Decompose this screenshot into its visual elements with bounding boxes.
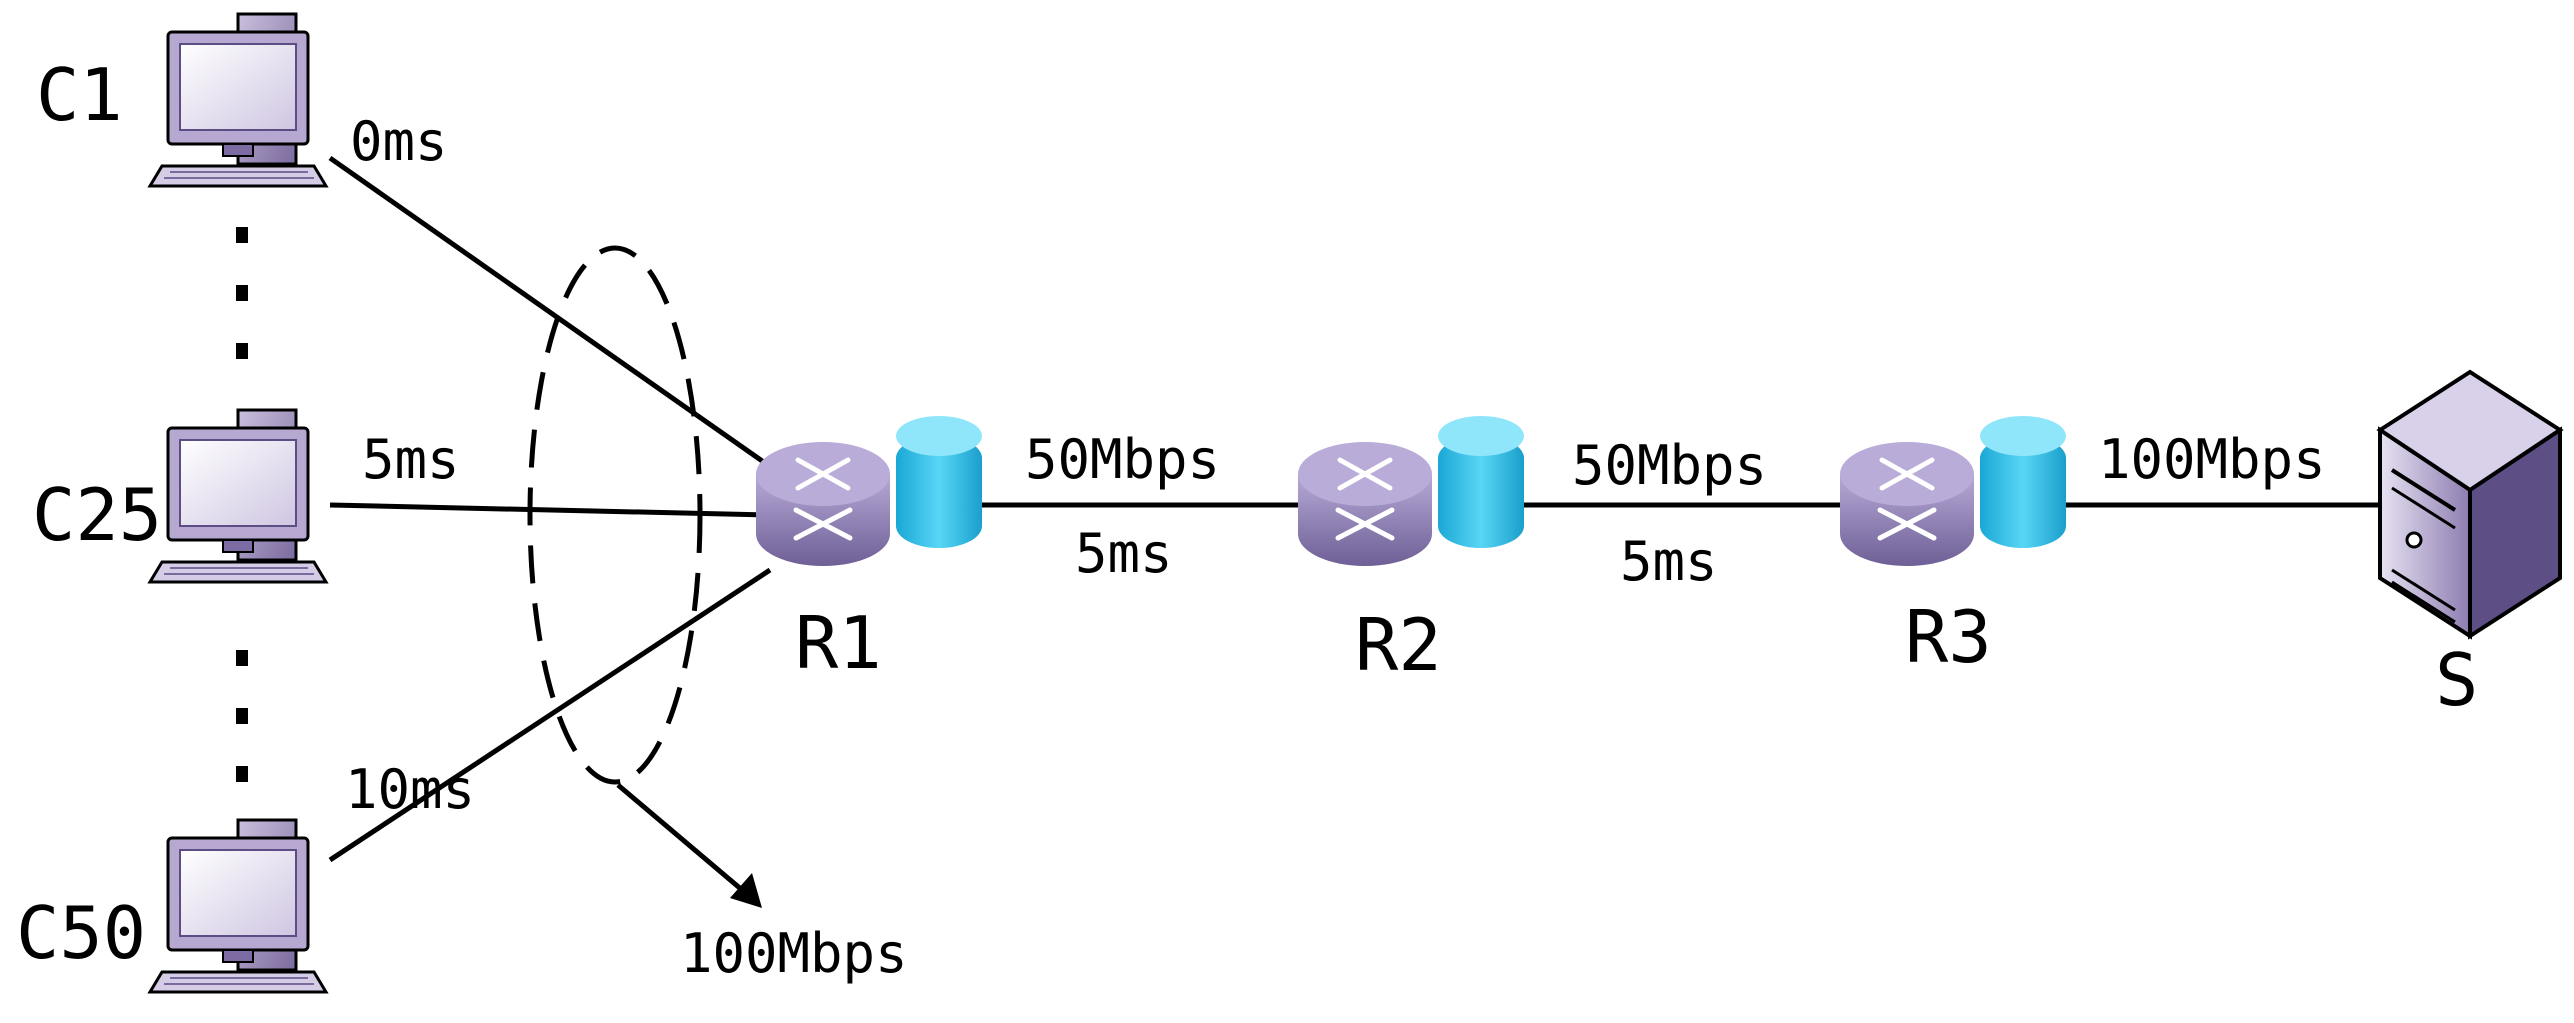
access-links-group-ellipse: [527, 245, 703, 785]
router-r2-icon: [1298, 416, 1524, 566]
client-c25-label: C25: [32, 473, 162, 557]
c50-delay-label: 10ms: [345, 758, 475, 821]
client-c1-label: C1: [36, 53, 123, 137]
router-r1-label: R1: [795, 601, 882, 685]
server-label: S: [2435, 638, 2478, 722]
client-ellipsis-upper: [236, 227, 248, 359]
router-r3-label: R3: [1905, 595, 1992, 679]
c1-delay-label: 0ms: [350, 110, 448, 173]
r2-r3-bandwidth-label: 50Mbps: [1572, 434, 1767, 497]
link-c50-r1: [328, 567, 772, 863]
link-c25-r1: [329, 502, 771, 518]
router-r3-icon: [1840, 416, 2066, 566]
client-c25-computer-icon: [148, 408, 328, 584]
server-icon: [2376, 369, 2564, 640]
r1-r2-delay-label: 5ms: [1075, 522, 1173, 585]
r3-server-bandwidth-label: 100Mbps: [2098, 428, 2326, 491]
link-c1-r1: [328, 155, 777, 473]
access-bandwidth-arrow: [616, 783, 762, 908]
access-bandwidth-label: 100Mbps: [680, 922, 908, 985]
client-ellipsis-lower: [236, 650, 248, 782]
client-c1-computer-icon: [148, 12, 328, 188]
router-r2-label: R2: [1355, 603, 1442, 687]
client-c50-label: C50: [16, 891, 146, 975]
r1-r2-bandwidth-label: 50Mbps: [1025, 428, 1220, 491]
c25-delay-label: 5ms: [362, 428, 460, 491]
r2-r3-delay-label: 5ms: [1620, 530, 1718, 593]
router-r1-icon: [756, 416, 982, 566]
client-c50-computer-icon: [148, 818, 328, 994]
